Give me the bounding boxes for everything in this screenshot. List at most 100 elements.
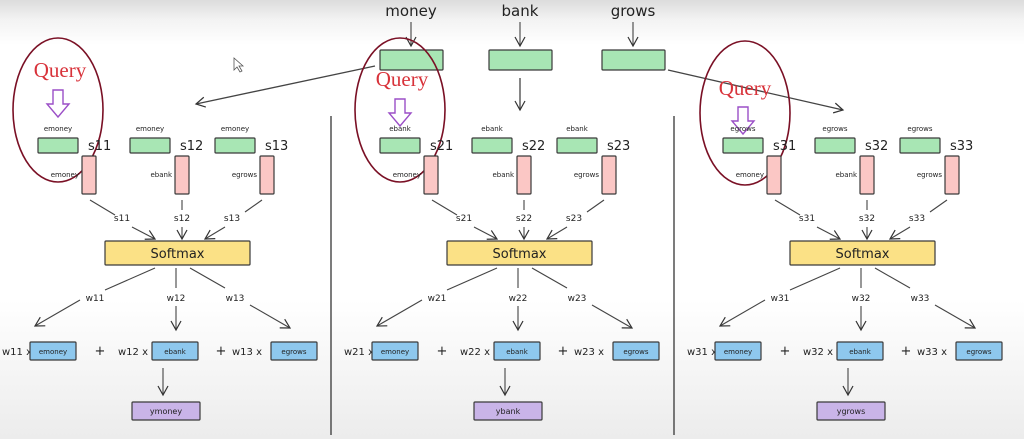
weight-times-label: w23 x	[574, 347, 604, 358]
value-embedding-box	[151, 341, 199, 361]
weight-arrow	[718, 299, 766, 327]
plus-operator: +	[216, 344, 227, 359]
top-embedding-box-grows	[601, 49, 666, 71]
query-token-label: ebank	[481, 125, 503, 133]
plus-operator: +	[558, 344, 569, 359]
output-embedding-box	[473, 401, 543, 421]
query-down-arrow-icon	[45, 89, 71, 119]
key-token-label: egrows	[232, 171, 257, 179]
weight-label: w11	[86, 294, 105, 304]
weight-arrow	[591, 304, 634, 329]
weight-times-label: w11 x	[2, 347, 32, 358]
score-line	[431, 199, 458, 216]
query-token-label: egrows	[730, 125, 755, 133]
top-word-grows: grows	[611, 2, 656, 20]
softmax-label: Softmax	[836, 247, 890, 262]
query-token-label: egrows	[907, 125, 932, 133]
query-embedding-box	[556, 137, 598, 154]
score-label: s13	[265, 139, 288, 154]
query-embedding-box	[214, 137, 256, 154]
key-embedding-box	[944, 155, 960, 195]
score-label: s12	[180, 139, 203, 154]
value-embedding-box	[270, 341, 318, 361]
output-token-label: ygrows	[837, 407, 866, 416]
score-to-softmax-label: s12	[174, 214, 190, 224]
output-embedding-box	[816, 401, 886, 421]
weight-line	[104, 267, 156, 291]
query-highlight-ellipse	[12, 37, 104, 183]
top-embedding-box-bank	[488, 49, 553, 71]
softmax-box	[446, 240, 593, 266]
weight-arrow	[249, 304, 292, 329]
score-line	[774, 199, 801, 216]
query-highlight-ellipse	[699, 40, 791, 186]
weight-arrow	[33, 299, 81, 327]
value-token-label: egrows	[623, 348, 648, 356]
weight-label: w13	[226, 294, 245, 304]
key-embedding-box	[601, 155, 617, 195]
weight-times-label: w33 x	[917, 347, 947, 358]
key-embedding-box	[859, 155, 875, 195]
score-label: s31	[773, 139, 796, 154]
score-label: s22	[522, 139, 545, 154]
query-highlight-ellipse	[354, 37, 446, 183]
value-token-label: egrows	[966, 348, 991, 356]
score-arrow	[816, 226, 842, 240]
weight-label: w22	[509, 294, 528, 304]
output-token-label: ybank	[496, 407, 521, 416]
score-label: s32	[865, 139, 888, 154]
weight-arrow	[934, 304, 977, 329]
score-label: s21	[430, 139, 453, 154]
weight-times-label: w12 x	[118, 347, 148, 358]
query-label: Query	[719, 76, 772, 100]
weight-line	[874, 267, 911, 289]
value-embedding-box	[955, 341, 1003, 361]
score-arrow	[473, 226, 499, 240]
query-token-label: emoney	[44, 125, 72, 133]
query-token-label: emoney	[221, 125, 249, 133]
query-token-label: emoney	[136, 125, 164, 133]
score-to-softmax-label: s33	[909, 214, 925, 224]
value-token-label: ebank	[164, 348, 186, 356]
score-arrow	[545, 226, 568, 240]
key-embedding-box	[423, 155, 439, 195]
score-line	[586, 199, 605, 213]
score-line	[89, 199, 116, 216]
query-embedding-box	[722, 137, 764, 154]
value-token-label: emoney	[724, 348, 752, 356]
key-embedding-box	[81, 155, 97, 195]
value-embedding-box	[493, 341, 541, 361]
score-label: s23	[607, 139, 630, 154]
value-token-label: emoney	[381, 348, 409, 356]
key-token-label: egrows	[917, 171, 942, 179]
key-token-label: ebank	[492, 171, 514, 179]
softmax-label: Softmax	[493, 247, 547, 262]
weight-arrow	[375, 299, 423, 327]
weight-line	[789, 267, 841, 291]
query-label: Query	[376, 67, 429, 91]
query-embedding-box	[37, 137, 79, 154]
weight-times-label: w32 x	[803, 347, 833, 358]
score-to-softmax-label: s11	[114, 214, 130, 224]
score-to-softmax-label: s32	[859, 214, 875, 224]
query-embedding-box	[814, 137, 856, 154]
output-embedding-box	[131, 401, 201, 421]
query-down-arrow-icon	[387, 98, 413, 128]
value-embedding-box	[29, 341, 77, 361]
score-label: s33	[950, 139, 973, 154]
key-token-label: emoney	[51, 171, 79, 179]
softmax-box	[104, 240, 251, 266]
weight-times-label: w21 x	[344, 347, 374, 358]
key-token-label: emoney	[393, 171, 421, 179]
query-down-arrow-icon	[730, 106, 756, 136]
query-token-label: egrows	[822, 125, 847, 133]
arrow-to-panel-1	[194, 65, 376, 108]
query-token-label: ebank	[566, 125, 588, 133]
score-to-softmax-label: s31	[799, 214, 815, 224]
top-embedding-box-money	[379, 49, 444, 71]
score-arrow	[203, 226, 226, 240]
weight-line	[446, 267, 498, 291]
value-embedding-box	[612, 341, 660, 361]
weight-line	[189, 267, 226, 289]
